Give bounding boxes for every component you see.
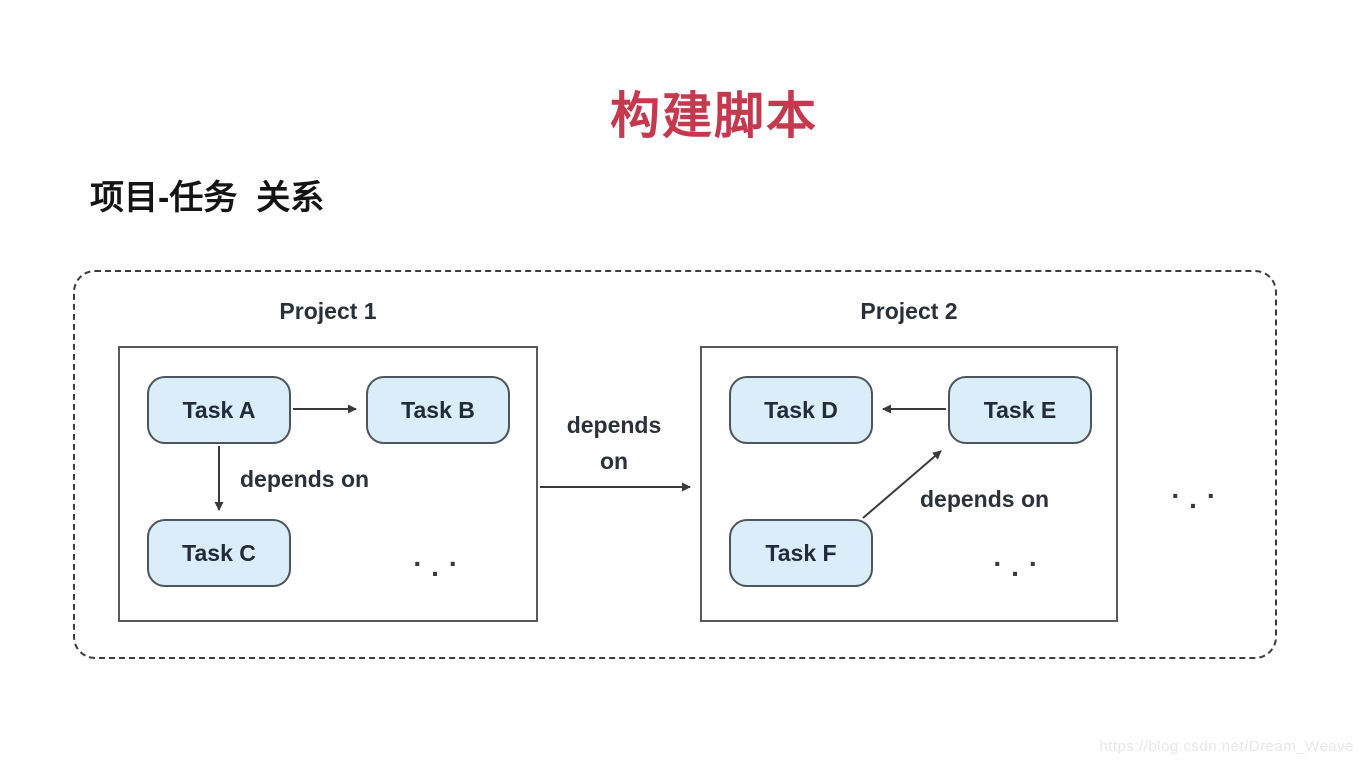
depends-on-label-between-projects: depends on bbox=[566, 412, 662, 474]
ellipsis-more-projects: . . . bbox=[1171, 473, 1225, 514]
watermark: https://blog.csdn.net/Dream_Weave bbox=[1099, 738, 1354, 755]
task-f-node: Task F bbox=[729, 519, 873, 587]
project2-label: Project 2 bbox=[860, 298, 958, 324]
diagram-outer-frame bbox=[73, 270, 1277, 659]
task-d-node: Task D bbox=[729, 376, 873, 444]
ellipsis-project2: . . . bbox=[993, 541, 1047, 582]
section-heading: 项目-任务 关系 bbox=[90, 179, 325, 217]
task-b-node: Task B bbox=[366, 376, 510, 444]
page-title: 构建脚本 bbox=[610, 88, 818, 144]
project1-label: Project 1 bbox=[279, 298, 377, 324]
depends-on-label-project1: depends on bbox=[240, 466, 370, 492]
task-a-node: Task A bbox=[147, 376, 291, 444]
ellipsis-project1: . . . bbox=[413, 541, 467, 582]
task-e-node: Task E bbox=[948, 376, 1092, 444]
depends-on-label-project2: depends on bbox=[920, 486, 1050, 512]
task-c-node: Task C bbox=[147, 519, 291, 587]
